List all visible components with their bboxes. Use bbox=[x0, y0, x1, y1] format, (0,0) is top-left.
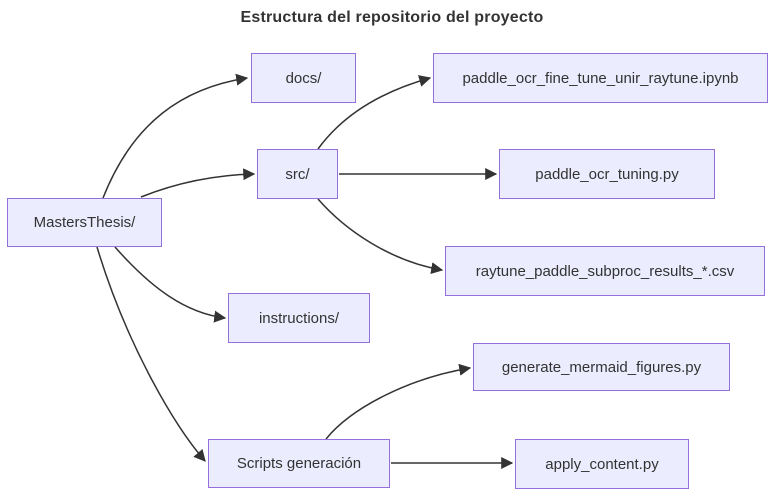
node-mastersthesis-label: MastersThesis/ bbox=[33, 214, 136, 231]
edge-scripts-generate bbox=[325, 363, 472, 440]
node-docs-label: docs/ bbox=[285, 69, 322, 87]
edge-root-src bbox=[140, 168, 256, 198]
node-instructions-label: instructions/ bbox=[258, 309, 340, 327]
edge-src-csv bbox=[317, 198, 444, 275]
node-raytune-results-csv-label: raytune_paddle_subproc_results_*.csv bbox=[475, 262, 735, 280]
node-paddle-ocr-tuning-py: paddle_ocr_tuning.py bbox=[499, 149, 715, 199]
node-generate-mermaid-figures-py: generate_mermaid_figures.py bbox=[473, 343, 730, 391]
node-paddle-ocr-tuning-py-label: paddle_ocr_tuning.py bbox=[535, 165, 679, 183]
node-src: src/ bbox=[257, 149, 338, 199]
edge-root-instructions bbox=[114, 246, 227, 323]
node-src-label: src/ bbox=[285, 165, 310, 183]
node-docs: docs/ bbox=[251, 53, 356, 103]
node-scripts-generacion: Scripts generación bbox=[208, 439, 390, 488]
node-paddle-ocr-fine-tune-ipynb-label: paddle_ocr_fine_tune_unir_raytune.ipynb bbox=[462, 69, 739, 87]
node-instructions: instructions/ bbox=[228, 293, 370, 343]
edge-root-scripts bbox=[96, 246, 206, 462]
node-paddle-ocr-fine-tune-ipynb: paddle_ocr_fine_tune_unir_raytune.ipynb bbox=[433, 53, 768, 103]
edge-src-ipynb bbox=[317, 75, 432, 150]
node-scripts-generacion-label: Scripts generación bbox=[236, 455, 362, 472]
edge-root-docs bbox=[102, 73, 249, 199]
node-generate-mermaid-figures-py-label: generate_mermaid_figures.py bbox=[501, 358, 702, 376]
node-mastersthesis: MastersThesis/ bbox=[7, 198, 162, 247]
diagram-title: Estructura del repositorio del proyecto bbox=[240, 9, 544, 26]
node-apply-content-py-label: apply_content.py bbox=[545, 455, 659, 473]
node-apply-content-py: apply_content.py bbox=[515, 439, 689, 489]
node-raytune-results-csv: raytune_paddle_subproc_results_*.csv bbox=[445, 246, 765, 296]
